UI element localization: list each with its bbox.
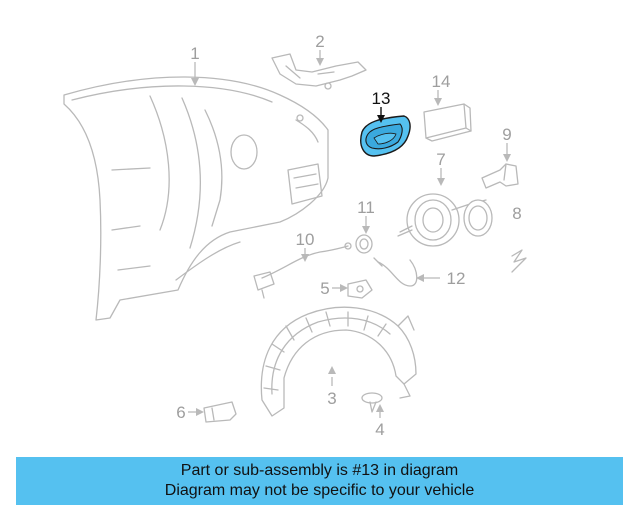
callout-9: 9 <box>502 125 511 144</box>
part-11-grommet[interactable] <box>355 234 373 254</box>
part-9-bracket[interactable] <box>481 163 519 189</box>
part-1-quarter-panel[interactable] <box>63 76 329 321</box>
part-10-cable[interactable] <box>253 242 352 299</box>
callout-8: 8 <box>512 204 521 223</box>
part-12-hose[interactable] <box>373 257 418 287</box>
leader-13 <box>377 107 385 123</box>
callout-1: 1 <box>190 44 199 63</box>
callout-13: 13 <box>372 89 391 108</box>
part-3-fender-liner[interactable] <box>260 306 417 417</box>
callout-6: 6 <box>176 403 185 422</box>
callout-10: 10 <box>296 230 315 249</box>
part-4-push-clip[interactable] <box>361 392 383 413</box>
callout-4: 4 <box>375 420 384 439</box>
part-8-clip[interactable] <box>511 249 527 273</box>
banner-line-1: Part or sub-assembly is #13 in diagram <box>180 462 459 479</box>
part-13-fuel-housing[interactable] <box>360 115 411 157</box>
callout-3: 3 <box>327 389 336 408</box>
part-2-bracket[interactable] <box>271 53 367 90</box>
callout-12: 12 <box>447 269 466 288</box>
callout-7: 7 <box>436 150 445 169</box>
callout-5: 5 <box>320 279 329 298</box>
callout-14: 14 <box>432 72 451 91</box>
part-5-clip[interactable] <box>347 279 373 299</box>
callout-labels: 1 2 13 14 9 7 8 11 10 12 5 3 4 6 <box>176 32 521 439</box>
leader-lines <box>188 50 511 418</box>
part-6-guard[interactable] <box>203 401 237 423</box>
info-banner: Part or sub-assembly is #13 in diagram D… <box>16 457 623 505</box>
part-14-pad[interactable] <box>423 103 472 142</box>
callout-11: 11 <box>357 198 375 217</box>
callout-2: 2 <box>315 32 324 51</box>
banner-line-2: Diagram may not be specific to your vehi… <box>164 482 475 499</box>
part-7-fuel-door[interactable] <box>397 193 493 247</box>
